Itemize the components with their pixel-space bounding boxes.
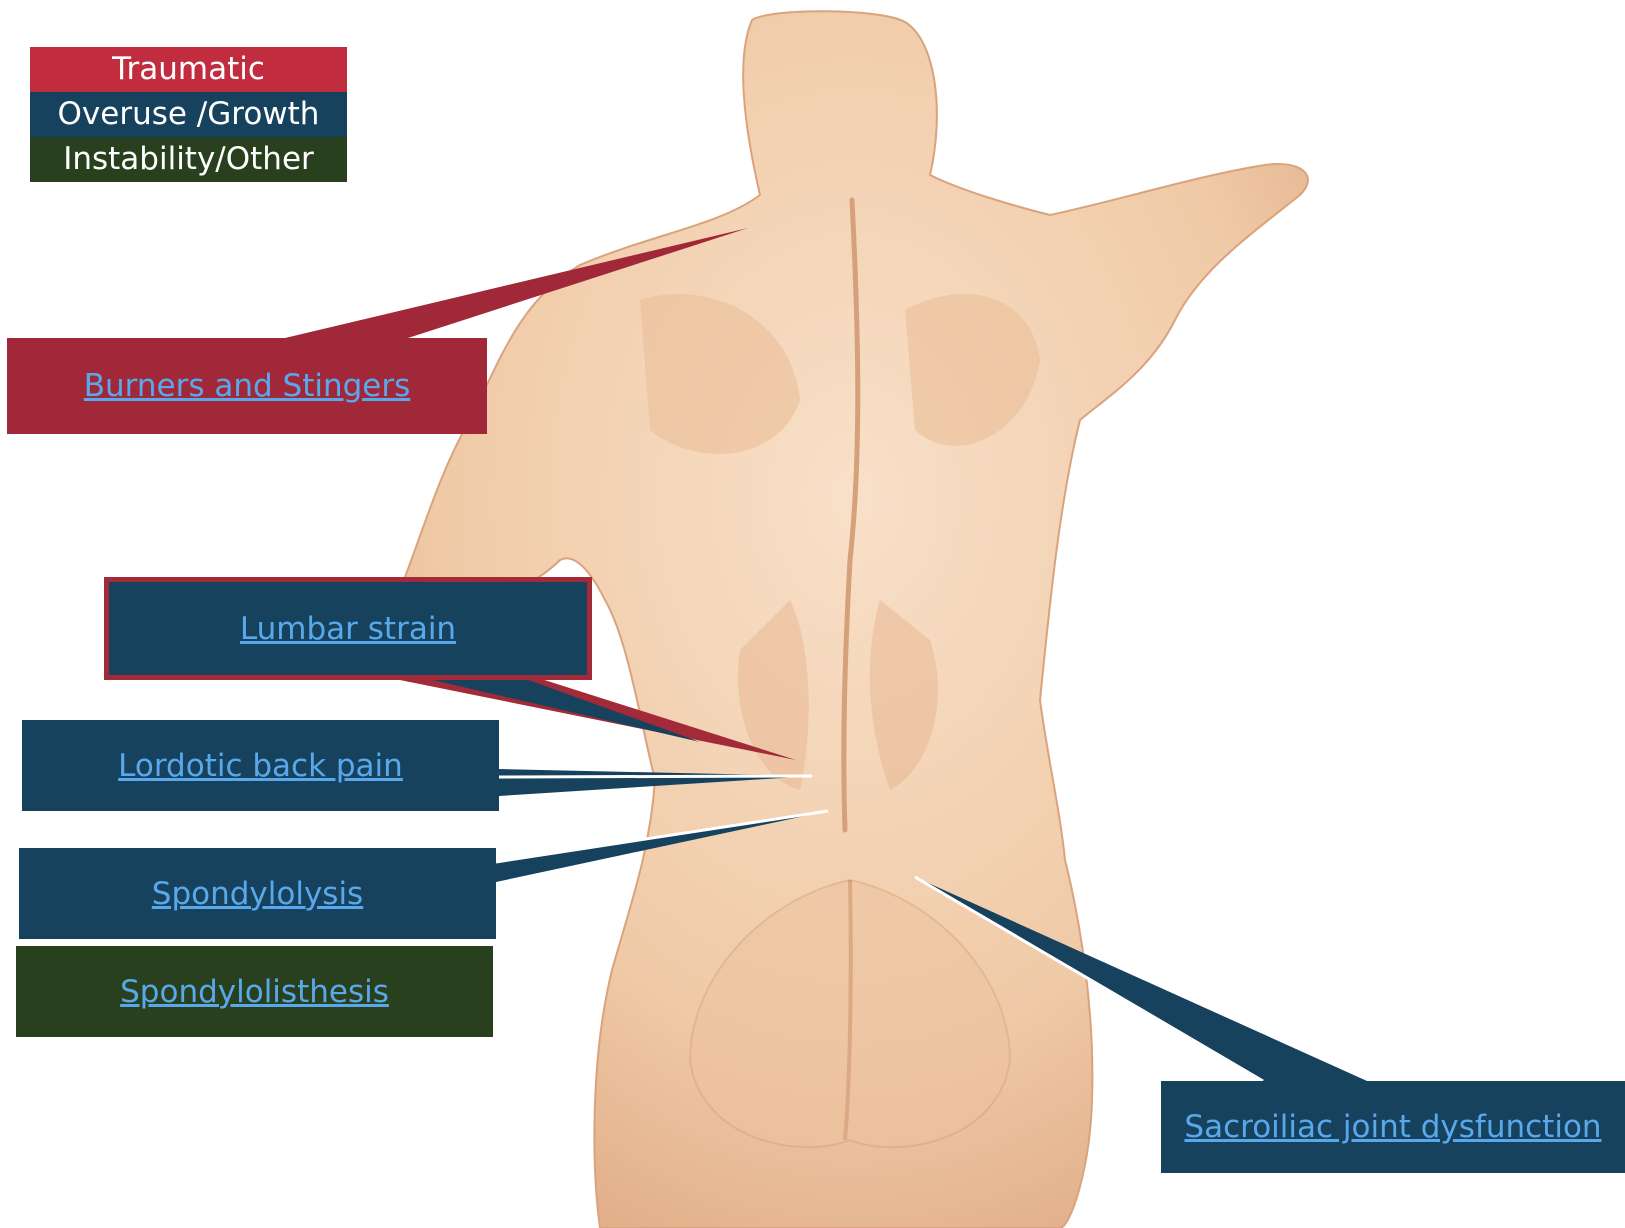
link-lumbar-strain[interactable]: Lumbar strain	[240, 611, 456, 647]
label-box-lumbar: Lumbar strain	[104, 577, 592, 680]
legend-instability-other: Instability/Other	[30, 137, 347, 182]
lordotic-pointer-highlight	[499, 776, 812, 777]
link-burners-and-stingers[interactable]: Burners and Stingers	[84, 368, 411, 404]
link-lordotic-back-pain[interactable]: Lordotic back pain	[118, 748, 403, 784]
label-box-spondylolysis: Spondylolysis	[19, 848, 496, 939]
label-box-burners: Burners and Stingers	[7, 338, 487, 434]
legend-traumatic: Traumatic	[30, 47, 347, 92]
link-spondylolysis[interactable]: Spondylolysis	[152, 876, 363, 912]
label-box-lordotic: Lordotic back pain	[22, 720, 499, 811]
legend: Traumatic Overuse /Growth Instability/Ot…	[30, 47, 347, 182]
legend-overuse-growth: Overuse /Growth	[30, 92, 347, 137]
label-box-spondylolisthesis: Spondylolisthesis	[16, 946, 493, 1037]
link-spondylolisthesis[interactable]: Spondylolisthesis	[120, 974, 389, 1010]
label-box-sacroiliac: Sacroiliac joint dysfunction	[1161, 1081, 1625, 1173]
link-sacroiliac-joint-dysfunction[interactable]: Sacroiliac joint dysfunction	[1184, 1109, 1601, 1145]
